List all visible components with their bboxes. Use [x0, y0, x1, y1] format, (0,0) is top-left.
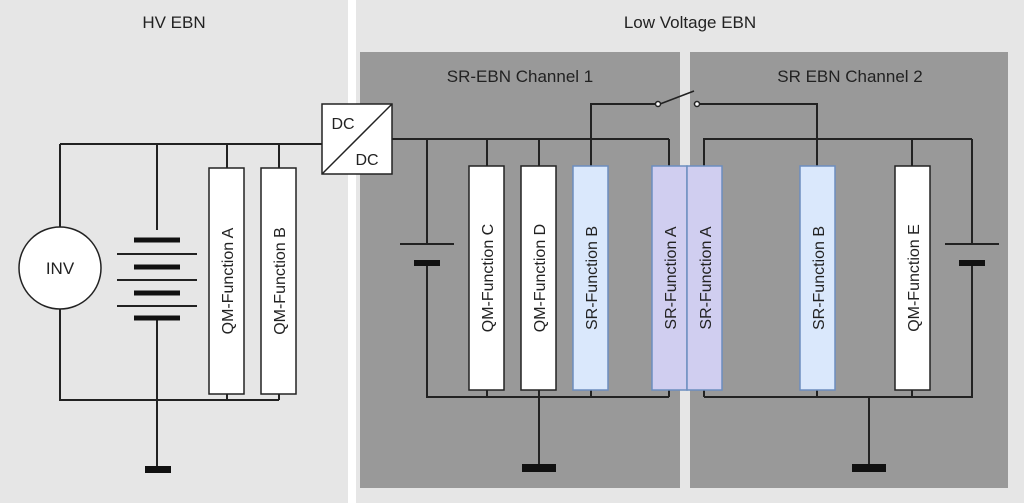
hv-ebn-title: HV EBN [142, 13, 205, 32]
channel-1-battery-symbol [400, 243, 454, 266]
dcdc-converter-bottom-label: DC [355, 152, 378, 169]
channel-1-region [360, 52, 680, 488]
hv-qm-function-b-box [260, 167, 297, 395]
inverter-label: INV [46, 259, 75, 278]
channel-2-region [690, 52, 1008, 488]
channel-2-battery-symbol [945, 243, 999, 266]
ch1-qm-function-d-label: QM-Function D [532, 224, 549, 332]
channel-1-wiring [392, 103, 670, 464]
dcdc-converter-diagonal [321, 103, 393, 175]
channel-1-ground-symbol [522, 464, 556, 472]
ch1-sr-function-a-box [651, 165, 688, 391]
lv-ebn-title: Low Voltage EBN [624, 13, 756, 32]
ch2-qm-function-e-label: QM-Function E [906, 224, 923, 332]
switch-contact-right [693, 100, 701, 108]
inverter-symbol [18, 226, 102, 310]
hv-wiring [59, 143, 322, 470]
ch2-sr-function-a-box [686, 165, 723, 391]
hv-qm-function-b-label: QM-Function B [272, 227, 289, 335]
ch2-sr-function-b-label: SR-Function B [811, 226, 828, 330]
hv-qm-function-a-box [208, 167, 245, 395]
ch1-sr-function-a-label: SR-Function A [663, 226, 680, 329]
channel-2-wiring [699, 103, 973, 464]
hv-ground-symbol [145, 466, 171, 473]
switch-contact-left [654, 100, 662, 108]
channel-1-title: SR-EBN Channel 1 [447, 67, 593, 86]
ch1-qm-function-c-label: QM-Function C [480, 224, 497, 332]
ch2-sr-function-a-label: SR-Function A [698, 226, 715, 329]
ch1-qm-function-c-box [468, 165, 505, 391]
ch2-qm-function-e-box [894, 165, 931, 391]
channel-2-title: SR EBN Channel 2 [777, 67, 923, 86]
ch1-sr-function-b-box [572, 165, 609, 391]
ch2-sr-function-b-box [799, 165, 836, 391]
channel-coupling-switch [659, 90, 695, 105]
ch1-qm-function-d-box [520, 165, 557, 391]
ch1-sr-function-b-label: SR-Function B [584, 226, 601, 330]
hv-battery-symbol [117, 237, 197, 321]
channel-2-ground-symbol [852, 464, 886, 472]
dcdc-converter-top-label: DC [331, 116, 354, 133]
hv-qm-function-a-label: QM-Function A [220, 227, 237, 334]
